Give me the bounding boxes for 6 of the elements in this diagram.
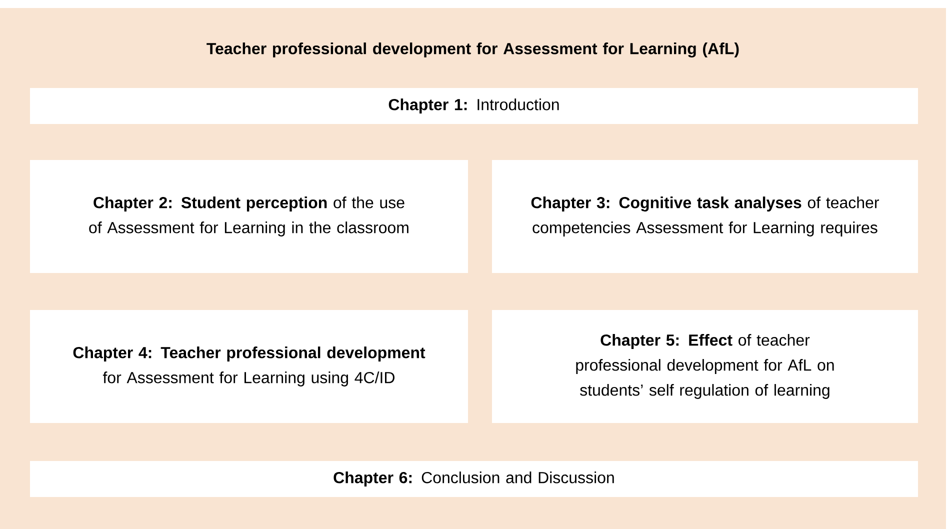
chapter-box: Chapter 3: Cognitive task analyses of teacher competencies Assessment for Learning requires bbox=[492, 160, 918, 273]
chapter-box: Chapter 5: Effect of teacher professional development for AfL on students’ self regulation of learning bbox=[492, 310, 918, 423]
chapter-box: Chapter 4: Teacher professional development for Assessment for Learning using 4C/ID bbox=[30, 310, 468, 423]
chapter-box: Chapter 6: Conclusion and Discussion bbox=[30, 461, 918, 497]
chapter-box: Chapter 2: Student perception of the use of Assessment for Learning in the classroom bbox=[30, 160, 468, 273]
chapter-box: Chapter 1: Introduction bbox=[30, 88, 918, 124]
